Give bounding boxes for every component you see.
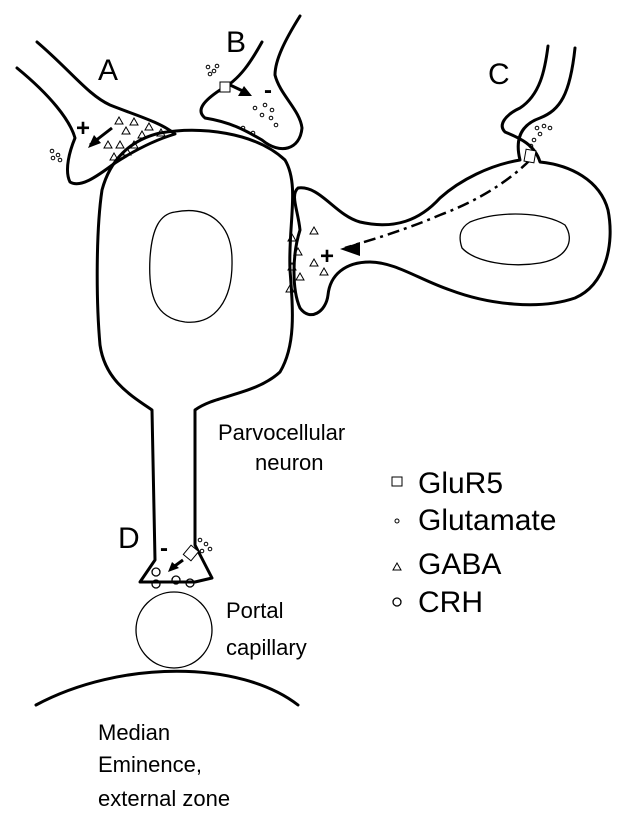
portal-capillary: [135, 591, 213, 669]
portal-label: Portal: [226, 598, 283, 623]
median-label: Median: [98, 720, 170, 745]
arrow-d-head: [168, 562, 179, 572]
hexagon-icon: [392, 597, 402, 607]
crh-hexagons: [151, 567, 195, 589]
legend-item-gaba: GABA: [418, 548, 501, 581]
neuron-label: neuron: [255, 450, 324, 475]
terminal-a: [15, 40, 177, 186]
parvocellular-nucleus: [149, 210, 233, 323]
glur5-square-b: [219, 81, 231, 93]
glur5-square-d: [182, 544, 200, 562]
neuron-c-nucleus: [459, 213, 570, 266]
label-a: A: [98, 54, 118, 87]
neuron-c: [292, 44, 612, 317]
sign-a: +: [76, 115, 90, 142]
parvocellular-label: Parvocellular: [218, 420, 345, 445]
arrow-c-head: [340, 242, 360, 256]
parvocellular-neuron-body: [95, 128, 295, 584]
legend: GluR5 Glutamate GABA CRH: [391, 467, 556, 619]
sign-b: -: [264, 77, 272, 104]
glur5-square-c: [523, 148, 537, 164]
sign-d: -: [160, 535, 168, 562]
capillary-label: capillary: [226, 635, 307, 660]
square-icon: [391, 476, 403, 487]
axon-c-path: [344, 159, 531, 250]
arrow-a-head: [88, 135, 101, 148]
legend-item-glutamate: Glutamate: [418, 504, 556, 537]
sign-c: +: [320, 243, 334, 270]
legend-item-crh: CRH: [418, 586, 483, 619]
external-zone-label: external zone: [98, 786, 230, 811]
dot-icon: [394, 518, 400, 524]
glutamate-dots: [49, 63, 553, 554]
triangle-icon: [392, 561, 402, 571]
label-d: D: [118, 522, 140, 555]
arrow-b-head: [238, 86, 252, 96]
terminal-b: [199, 14, 304, 150]
eminence-label: Eminence,: [98, 752, 202, 777]
label-c: C: [488, 58, 510, 91]
median-eminence-arc: [34, 669, 300, 707]
gaba-triangles: [103, 115, 329, 293]
label-b: B: [226, 26, 246, 59]
legend-item-glur5: GluR5: [418, 467, 503, 500]
